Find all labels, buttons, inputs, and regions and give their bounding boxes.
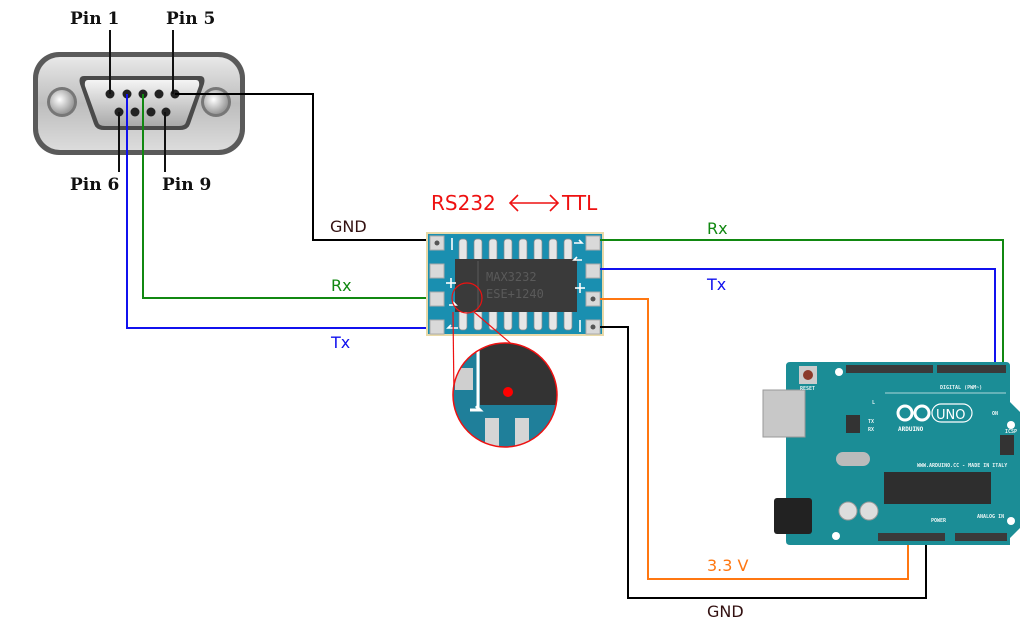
silkscreen-marks (446, 238, 585, 332)
pin5-label: Pin 5 (166, 9, 215, 29)
tx-wire-left (126, 94, 440, 329)
l-led-label: L (872, 400, 875, 406)
arduino-logo-icon (896, 404, 931, 422)
wires-left (126, 93, 440, 329)
brand-label: ARDUINO (898, 426, 924, 433)
pin1-dot-icon (503, 387, 513, 397)
site-label: WWW.ARDUINO.CC - MADE IN ITALY (917, 463, 1007, 469)
pin6-label: Pin 6 (70, 175, 119, 195)
pin1-marker-circle (451, 282, 483, 314)
rx-wire-left (142, 94, 440, 299)
tx-label-left: Tx (330, 333, 350, 352)
pin9-label: Pin 9 (162, 175, 211, 195)
capacitor-1 (838, 501, 858, 521)
rx-label-right: Rx (707, 219, 728, 238)
digital-label: DIGITAL (PWM~) (940, 385, 982, 391)
db9-connector: Pin 1 Pin 5 Pin 6 Pin 9 (33, 9, 245, 195)
rx-led-label: RX (868, 427, 874, 433)
title-rs232: RS232 (431, 191, 496, 215)
power-section-label: POWER (931, 518, 947, 524)
rx-label-left: Rx (331, 276, 352, 295)
atmega-chip (884, 472, 991, 504)
chip-marking-line2: ESE+1240 (486, 287, 544, 301)
zoom-callout (452, 342, 558, 448)
screw-left-icon (50, 90, 74, 114)
title: RS232 TTL (431, 191, 598, 215)
tx-wire-right (600, 268, 996, 366)
arduino-uno-board: UNO ARDUINO DIGITAL (PWM~) WWW.ARDUINO.C… (762, 362, 1020, 545)
gnd-label-right: GND (707, 602, 744, 619)
tx-led-label: TX (868, 419, 874, 425)
reset-label: RESET (800, 386, 815, 392)
chip-legs-top (458, 238, 573, 262)
rx-wire-right (600, 239, 1004, 366)
tx-label-right: Tx (706, 275, 726, 294)
chip-marking-line1: MAX3232 (486, 270, 537, 284)
analog-header (955, 533, 1007, 541)
usb-port (762, 389, 806, 438)
max3232-module: MAX3232 ESE+1240 (426, 232, 604, 336)
reset-button (803, 370, 813, 380)
model-label: UNO (936, 408, 965, 423)
pin1-label: Pin 1 (70, 9, 119, 29)
power-label: 3.3 V (707, 556, 749, 575)
digital-header-low (937, 365, 1006, 373)
wires-right (600, 239, 1004, 599)
digital-header-high (846, 365, 933, 373)
gnd-wire-right (600, 326, 927, 599)
gnd-wire-left (175, 93, 440, 241)
icsp-label: ICSP (1005, 429, 1017, 435)
bidirectional-arrow-icon (508, 194, 560, 212)
capacitor-2 (859, 501, 879, 521)
screw-right-icon (204, 90, 228, 114)
title-ttl: TTL (561, 191, 598, 215)
on-label: ON (992, 411, 998, 417)
analog-section-label: ANALOG IN (977, 514, 1004, 520)
power-wire-right (600, 298, 909, 580)
power-header (878, 533, 945, 541)
max3232-chip (455, 259, 577, 312)
chip-legs-bottom (458, 307, 573, 331)
gnd-label-left: GND (330, 217, 367, 236)
dc-jack (774, 498, 812, 534)
